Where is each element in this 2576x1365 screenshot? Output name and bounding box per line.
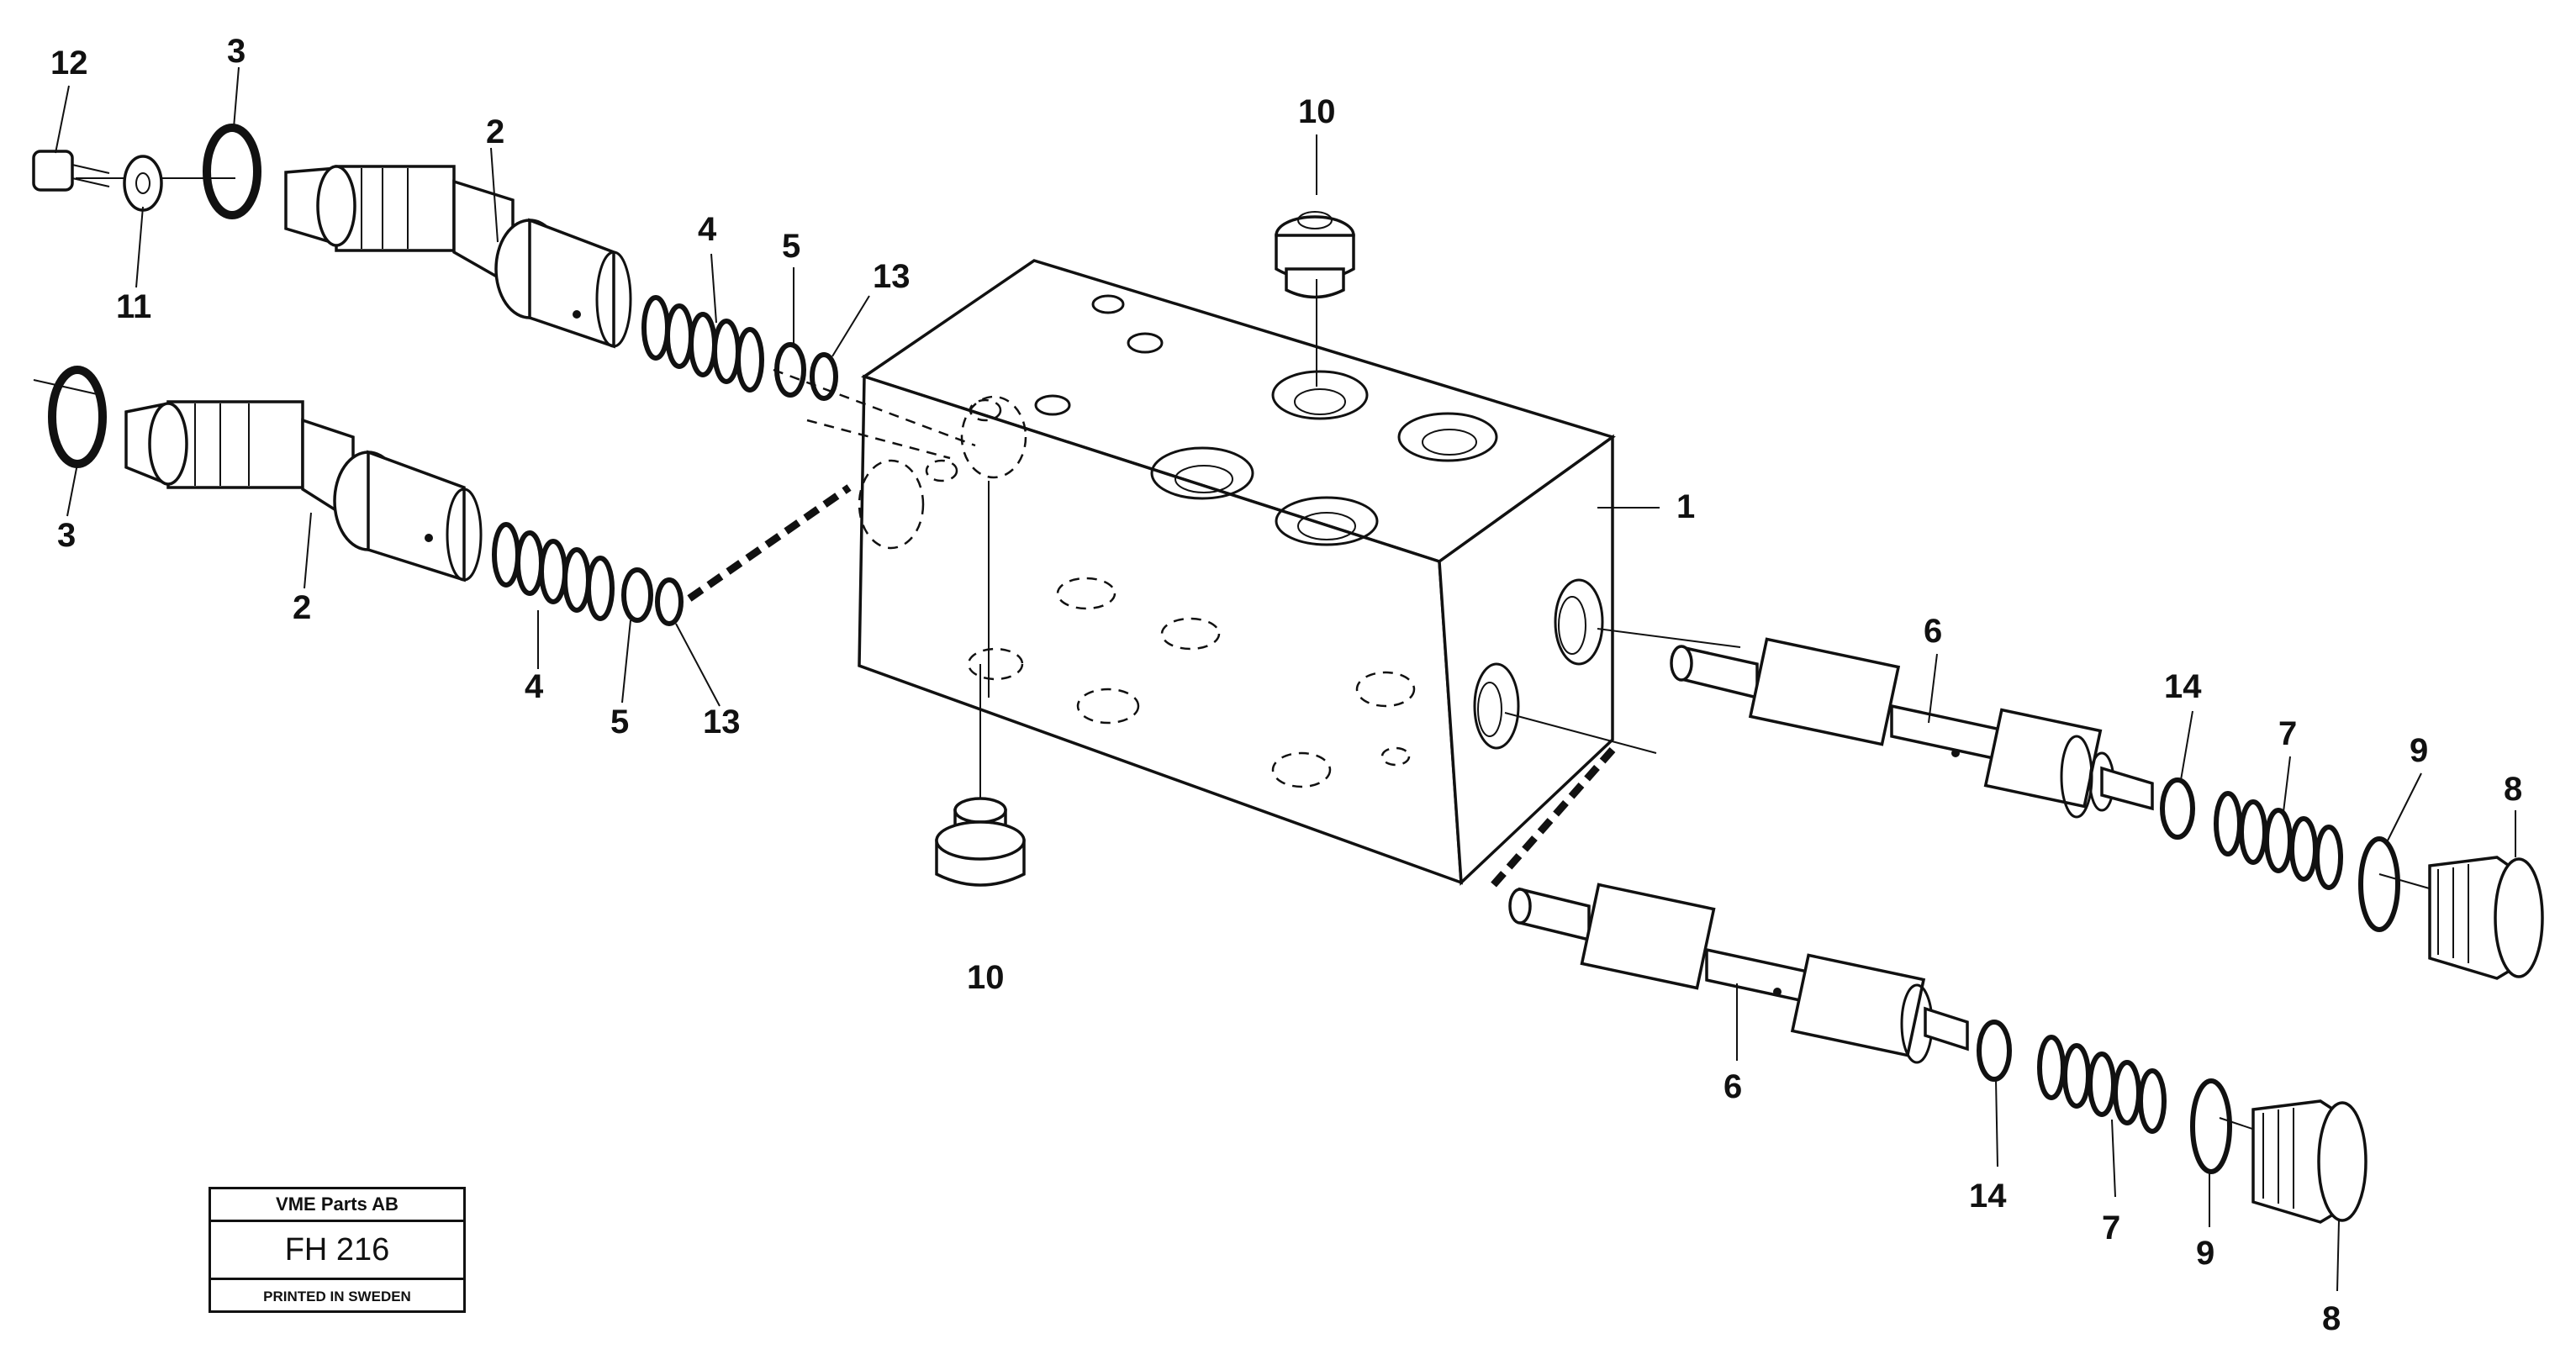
bottom-plug: [935, 797, 1026, 887]
label-ring-13-top: 13: [873, 258, 911, 295]
label-o-ring-3-lower: 3: [57, 517, 76, 554]
valve-block: [858, 259, 1616, 886]
lower-spool-assembly: [1508, 883, 2367, 1224]
label-washer-14-upper: 14: [2164, 668, 2202, 705]
label-cartridge-2-top: 2: [486, 113, 504, 150]
label-washer-11: 11: [116, 288, 151, 325]
label-washer-5-top: 5: [782, 228, 800, 265]
plate-code: FH 216: [211, 1222, 463, 1280]
top-plug: [1275, 211, 1355, 299]
label-spool-6-upper: 6: [1924, 613, 1942, 650]
label-washer-14-lower: 14: [1969, 1178, 2007, 1215]
label-spring-4-lower: 4: [525, 668, 544, 705]
label-ring-13-lower: 13: [703, 704, 741, 740]
label-spring-4-top: 4: [698, 211, 717, 248]
part-number-labels: 12 3 2 11 3 2 4 5 13 1 4 5 13 10 10 6 14…: [50, 33, 2522, 1337]
label-plug-8-lower: 8: [2322, 1300, 2341, 1337]
top-cartridge-assembly: [32, 124, 838, 401]
label-screw-12: 12: [50, 45, 88, 82]
lower-spring: [492, 522, 615, 621]
label-o-ring-3-top: 3: [227, 33, 245, 70]
lower-cartridge-assembly: [48, 366, 684, 626]
label-o-ring-9-lower: 9: [2196, 1235, 2214, 1272]
label-spool-6-lower: 6: [1723, 1068, 1742, 1105]
title-plate: VME Parts AB FH 216 PRINTED IN SWEDEN: [209, 1187, 466, 1313]
label-spring-7-upper: 7: [2278, 715, 2297, 752]
label-plug-8-upper: 8: [2504, 771, 2522, 808]
upper-spool-assembly: [1670, 637, 2544, 980]
assembly-lines: [33, 177, 2439, 1136]
label-washer-5-lower: 5: [610, 704, 629, 740]
label-plug-10-bottom: 10: [967, 959, 1005, 996]
plate-printed: PRINTED IN SWEDEN: [263, 1289, 411, 1304]
label-spring-7-lower: 7: [2102, 1210, 2120, 1246]
plate-company: VME Parts AB: [211, 1189, 463, 1222]
label-block-1: 1: [1676, 488, 1695, 525]
label-o-ring-9-upper: 9: [2410, 732, 2428, 769]
leader-lines: [55, 66, 2516, 1292]
label-plug-10-top: 10: [1298, 93, 1336, 130]
top-spring: [641, 295, 764, 393]
label-cartridge-2-lower: 2: [293, 589, 311, 626]
